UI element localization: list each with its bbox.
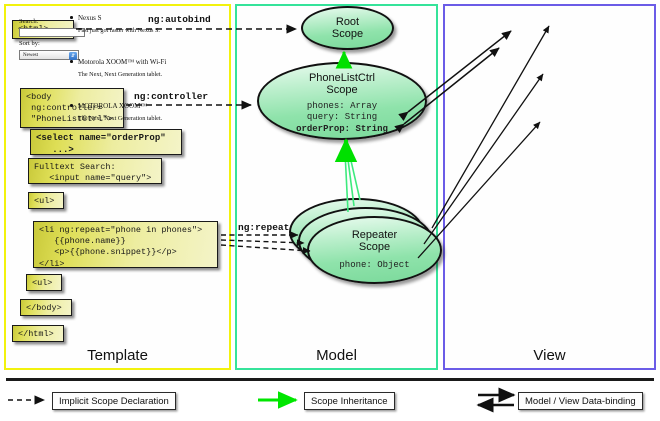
phone-list-item[interactable]: Motorola XOOM™ with Wi-Fi The Next, Next… [70,58,218,78]
ul-close-box: <ul> [26,274,62,291]
scope-phonelist-prop-phones: phones: Array [306,101,378,112]
scope-phonelist-title-1: PhoneListCtrl [308,72,376,84]
bullet-icon [70,16,73,19]
scope-root-title-1: Root [335,16,360,28]
panel-model-label: Model [316,347,357,364]
scope-root-title-2: Scope [331,27,364,40]
phone-list-item[interactable]: MOTOROLA XOOM™ The Next, Next Generation… [70,102,218,122]
sort-by-label: Sort by: [19,40,40,47]
view-content: Search: Sort by: Newest ⇵ Nexus S Fast j… [8,10,206,130]
bullet-icon [70,104,73,107]
chevron-updown-icon: ⇵ [69,52,77,60]
panel-view-label: View [533,347,566,364]
sort-by-selected-value: Newest [23,52,38,58]
body-box: <body ng:controller= "PhoneListCtrl"> [20,88,124,128]
html-close-box: </html> [12,325,64,342]
phone-name: Nexus S [78,14,102,22]
scope-phonelistctrl-ellipse: PhoneListCtrl Scope phones: Array query:… [257,62,427,140]
search-input[interactable] [19,28,85,37]
panel-view: View [443,4,656,370]
phone-list-item[interactable]: Nexus S Fast just got faster with Nexus … [70,14,218,34]
scope-repeater-prop-phone: phone: Object [339,260,410,271]
li-repeat-box: <li ng:repeat="phone in phones"> {{phone… [33,221,218,269]
scope-root-ellipse: Root Scope [301,6,394,50]
scope-repeater-title-1: Repeater [351,229,398,241]
scope-repeater-ellipse: Repeater Scope phone: Object [307,216,442,284]
connector-label-autobind: ng:autobind [148,14,211,25]
legend-implicit-scope-label: Implicit Scope Declaration [52,392,176,410]
legend-scope-inheritance-label: Scope Inheritance [304,392,395,410]
ul-open-box: <ul> [28,192,64,209]
connector-label-repeat: ng:repeat [238,222,290,233]
legend-divider [6,378,654,381]
legend-data-binding-label: Model / View Data-binding [518,392,643,410]
legend: Implicit Scope Declaration Scope Inherit… [0,376,660,421]
phone-snippet: Fast just got faster with Nexus S. [78,27,160,34]
phone-name: MOTOROLA XOOM™ [78,102,148,110]
body-close-box: </body> [20,299,72,316]
panel-model: Model [235,4,438,370]
scope-repeater-title-2: Scope [358,241,391,254]
scope-phonelist-prop-orderprop: orderProp: String [296,123,388,134]
phone-snippet: The Next, Next Generation tablet. [78,71,163,78]
legend-arrows [8,387,516,413]
sort-by-select[interactable]: Newest ⇵ [19,50,79,60]
phone-name: Motorola XOOM™ with Wi-Fi [78,58,167,66]
bullet-icon [70,60,73,63]
phone-snippet: The Next, Next Generation tablet. [78,115,163,122]
select-box: <select name="orderProp" ...> [30,129,182,155]
fulltext-box: Fulltext Search: <input name="query"> [28,158,162,184]
search-label: Search: [19,18,39,25]
scope-phonelist-prop-query: query: String [306,112,378,123]
scope-phonelist-title-2: Scope [326,84,358,97]
connector-label-controller: ng:controller [134,91,209,102]
panel-template-label: Template [87,347,148,364]
